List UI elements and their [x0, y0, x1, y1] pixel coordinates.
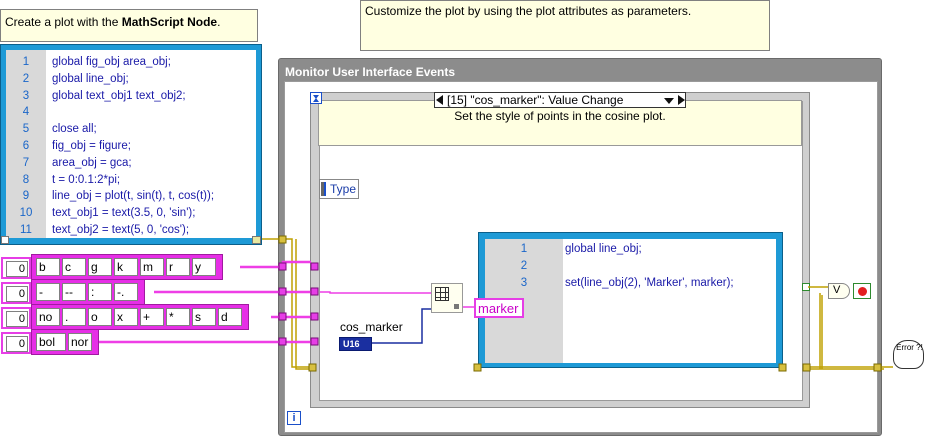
- string-array-element[interactable]: -.: [114, 283, 138, 301]
- note-create-plot-prefix: Create a plot with the: [5, 15, 122, 29]
- index-array-node[interactable]: [431, 283, 463, 313]
- string-array-element[interactable]: --: [62, 283, 86, 301]
- string-array-element[interactable]: no: [36, 308, 60, 326]
- event-case-selector[interactable]: [15] "cos_marker": Value Change: [434, 92, 686, 108]
- info-icon-label: i: [292, 412, 296, 424]
- note-customize-plot-text: Customize the plot by using the plot att…: [365, 4, 692, 18]
- mathscript-main-code-line[interactable]: t = 0:0.1:2*pi;: [52, 173, 121, 186]
- string-array-element[interactable]: :: [88, 283, 112, 301]
- mathscript-node-inner[interactable]: 1 2 3 global line_obj; set(line_obj(2), 'M…: [478, 232, 783, 368]
- error-cluster-icon[interactable]: Error ?!: [893, 340, 924, 369]
- mathscript-inner-code-line[interactable]: global line_obj;: [565, 243, 642, 255]
- string-array-element[interactable]: y: [192, 258, 216, 276]
- string-array-element[interactable]: .: [62, 308, 86, 326]
- cos-marker-type: U16: [343, 339, 360, 349]
- string-array-element[interactable]: +: [140, 308, 164, 326]
- mathscript-main-line-number: 3: [22, 89, 30, 102]
- mathscript-main-line-number: 8: [22, 173, 30, 186]
- note-customize-plot: Customize the plot by using the plot att…: [360, 0, 770, 51]
- mathscript-main-code[interactable]: global fig_obj area_obj;global line_obj;…: [52, 54, 256, 238]
- mathscript-main-line-number: 11: [20, 223, 32, 236]
- mathscript-main-line-number: 5: [22, 123, 30, 136]
- mathscript-main-code-line[interactable]: area_obj = gca;: [52, 156, 132, 169]
- event-structure-title: Monitor User Interface Events: [285, 65, 456, 79]
- cos-marker-control[interactable]: U16: [339, 337, 372, 351]
- mathscript-main-line-number: 9: [22, 190, 30, 203]
- array-index-display[interactable]: 0: [6, 286, 28, 302]
- string-array-element[interactable]: o: [88, 308, 112, 326]
- string-array-element[interactable]: g: [88, 258, 112, 276]
- note-create-plot-suffix: .: [217, 15, 221, 29]
- mathscript-main-gutter: 1 2 3 4 5 6 7 8 9 10 11: [6, 50, 46, 238]
- event-data-type-label: Type: [330, 182, 357, 196]
- case-dropdown-arrow[interactable]: [664, 98, 674, 104]
- case-next-arrow[interactable]: [678, 95, 685, 105]
- array-index-frame: [1, 307, 31, 329]
- mathscript-inner-line-number: 2: [520, 259, 528, 272]
- mathscript-main-line-number: 1: [22, 56, 30, 68]
- mathscript-main-code-line[interactable]: close all;: [52, 123, 97, 136]
- array-grid-icon: [435, 287, 449, 301]
- string-array-element[interactable]: s: [192, 308, 216, 326]
- mathscript-main-input-terminal[interactable]: [1, 236, 9, 244]
- mathscript-main-code-line[interactable]: global text_obj1 text_obj2;: [52, 89, 186, 102]
- array-index-display[interactable]: 0: [6, 336, 28, 352]
- mathscript-main-error-terminal[interactable]: [252, 236, 261, 244]
- mathscript-main-code-line[interactable]: global fig_obj area_obj;: [52, 56, 171, 68]
- mathscript-main-code-line[interactable]: line_obj = plot(t, sin(t), t, cos(t));: [52, 190, 215, 203]
- string-array-element[interactable]: r: [166, 258, 190, 276]
- string-array-element[interactable]: x: [114, 308, 138, 326]
- event-data-node[interactable]: Type: [319, 179, 359, 199]
- select-function[interactable]: V: [828, 283, 850, 299]
- string-array-element[interactable]: -: [36, 283, 60, 301]
- string-array-element[interactable]: bol: [36, 333, 66, 351]
- case-selector-label: [15] "cos_marker": Value Change: [447, 93, 624, 107]
- mathscript-main-line-number: 4: [22, 106, 30, 119]
- array-index-display[interactable]: 0: [6, 311, 28, 327]
- string-array-element[interactable]: k: [114, 258, 138, 276]
- note-create-plot: Create a plot with the MathScript Node.: [0, 9, 258, 42]
- select-function-label: V: [833, 284, 841, 296]
- event-case-note-text: Set the style of points in the cosine pl…: [454, 109, 666, 123]
- info-icon[interactable]: i: [287, 411, 301, 425]
- mathscript-inner-line-number: 1: [520, 243, 528, 255]
- stop-terminal[interactable]: [853, 283, 871, 299]
- array-index-frame: [1, 257, 31, 279]
- mathscript-main-line-number: 6: [22, 139, 30, 152]
- timeout-icon[interactable]: [310, 92, 322, 104]
- mathscript-main-line-number: 7: [22, 156, 30, 169]
- marker-input-terminal[interactable]: marker: [474, 298, 524, 318]
- mathscript-main-code-line[interactable]: text_obj2 = text(5, 0, 'cos');: [52, 223, 190, 236]
- string-array-element[interactable]: d: [218, 308, 242, 326]
- mathscript-inner-code-line[interactable]: set(line_obj(2), 'Marker', marker);: [565, 276, 734, 289]
- case-prev-arrow[interactable]: [436, 95, 443, 105]
- string-array-element[interactable]: nor: [68, 333, 92, 351]
- marker-input-label: marker: [478, 301, 519, 316]
- array-index-frame: [1, 282, 31, 304]
- mathscript-main-code-line[interactable]: fig_obj = figure;: [52, 139, 131, 152]
- array-index-frame: [1, 332, 31, 354]
- string-array-element[interactable]: c: [62, 258, 86, 276]
- error-cluster-label: Error ?!: [896, 343, 923, 352]
- cos-marker-label: cos_marker: [340, 320, 403, 334]
- mathscript-main-code-line[interactable]: text_obj1 = text(3.5, 0, 'sin');: [52, 207, 196, 220]
- mathscript-main-code-line[interactable]: global line_obj;: [52, 72, 129, 85]
- string-array-element[interactable]: *: [166, 308, 190, 326]
- mathscript-main-line-number: 2: [22, 72, 30, 85]
- string-array-element[interactable]: b: [36, 258, 60, 276]
- array-index-display[interactable]: 0: [6, 261, 28, 277]
- mathscript-inner-line-number: 3: [520, 276, 528, 289]
- mathscript-inner-editor[interactable]: 1 2 3 global line_obj; set(line_obj(2), 'M…: [485, 239, 776, 363]
- note-create-plot-bold: MathScript Node: [121, 15, 218, 29]
- string-array-element[interactable]: m: [140, 258, 164, 276]
- mathscript-inner-code[interactable]: global line_obj; set(line_obj(2), 'Marke…: [565, 241, 776, 291]
- mathscript-main-line-number: 10: [19, 207, 33, 220]
